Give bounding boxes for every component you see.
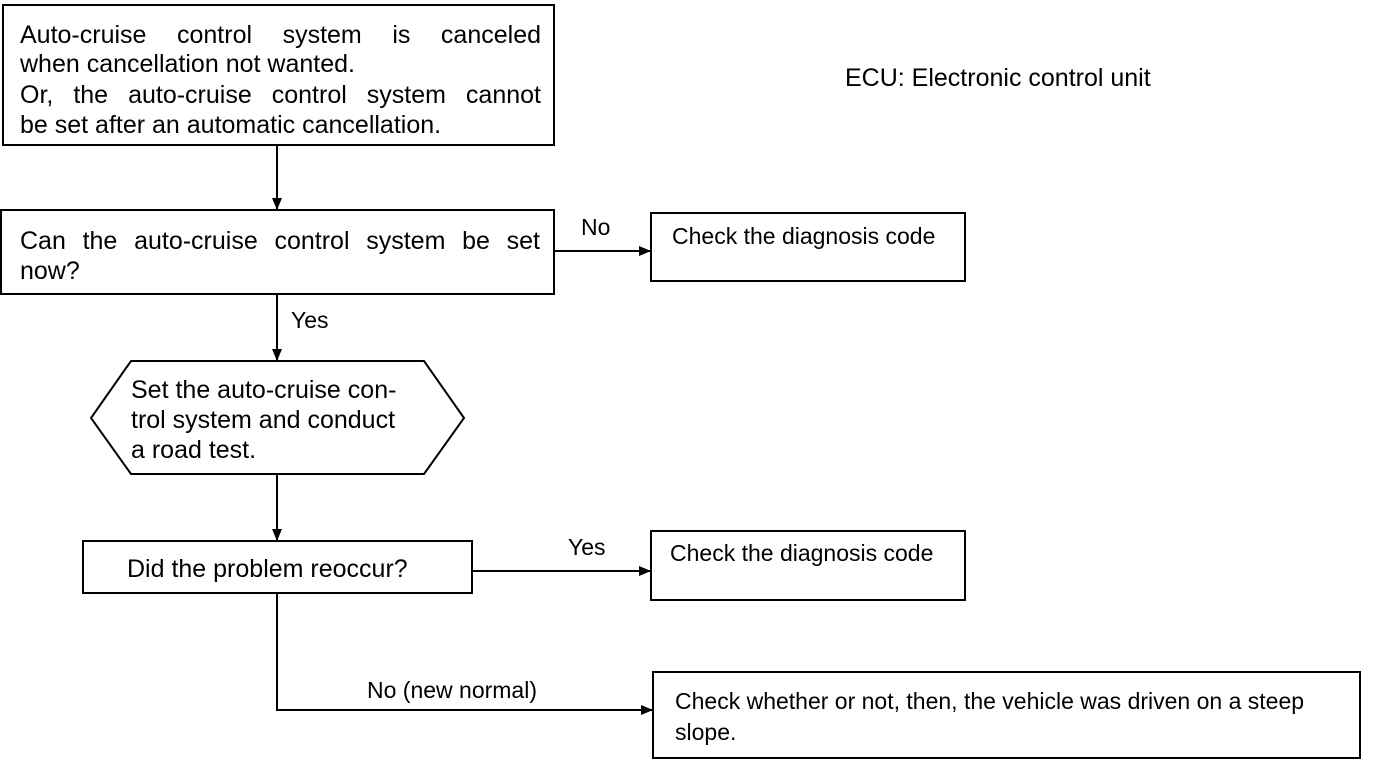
label-yes-1: Yes [291, 307, 329, 333]
decision-set-now-box: Can the auto-cruise control system be se… [0, 209, 555, 295]
start-box: Auto-cruise control system is canceled w… [2, 4, 555, 146]
road-test-hexagon [89, 360, 466, 475]
result-diagnosis-text-2: Check the diagnosis code [670, 540, 934, 566]
label-no-new-normal: No (new normal) [367, 677, 537, 703]
road-test-line-3: a road test. [131, 436, 257, 464]
road-test-line-2: trol system and conduct [131, 406, 396, 434]
label-yes-2: Yes [568, 534, 606, 560]
result-slope-box: Check whether or not, then, the vehicle … [652, 671, 1361, 759]
road-test-line-1: Set the auto-cruise con- [131, 376, 397, 404]
label-no-1: No [581, 214, 611, 240]
result-slope-line-2: slope. [675, 719, 737, 745]
start-line-3: Or, the auto-cruise control system canno… [20, 81, 541, 109]
decision-reoccur-text: Did the problem reoccur? [127, 555, 408, 583]
result-slope-line-1: Check whether or not, then, the vehicle … [675, 688, 1305, 714]
decision-reoccur-box: Did the problem reoccur? [82, 540, 473, 594]
decision-set-now-line-1: Can the auto-cruise control system be se… [20, 227, 540, 255]
result-diagnosis-text-1: Check the diagnosis code [672, 223, 936, 249]
start-line-2: when cancellation not wanted. [20, 50, 355, 78]
result-diagnosis-box-2: Check the diagnosis code [650, 530, 966, 601]
start-line-1: Auto-cruise control system is canceled [20, 21, 541, 49]
result-diagnosis-box-1: Check the diagnosis code [650, 212, 966, 282]
start-line-4: be set after an automatic cancellation. [20, 111, 442, 139]
decision-set-now-line-2: now? [20, 257, 80, 285]
arrow-no-to-slope-check [276, 593, 653, 715]
ecu-note: ECU: Electronic control unit [845, 64, 1151, 92]
